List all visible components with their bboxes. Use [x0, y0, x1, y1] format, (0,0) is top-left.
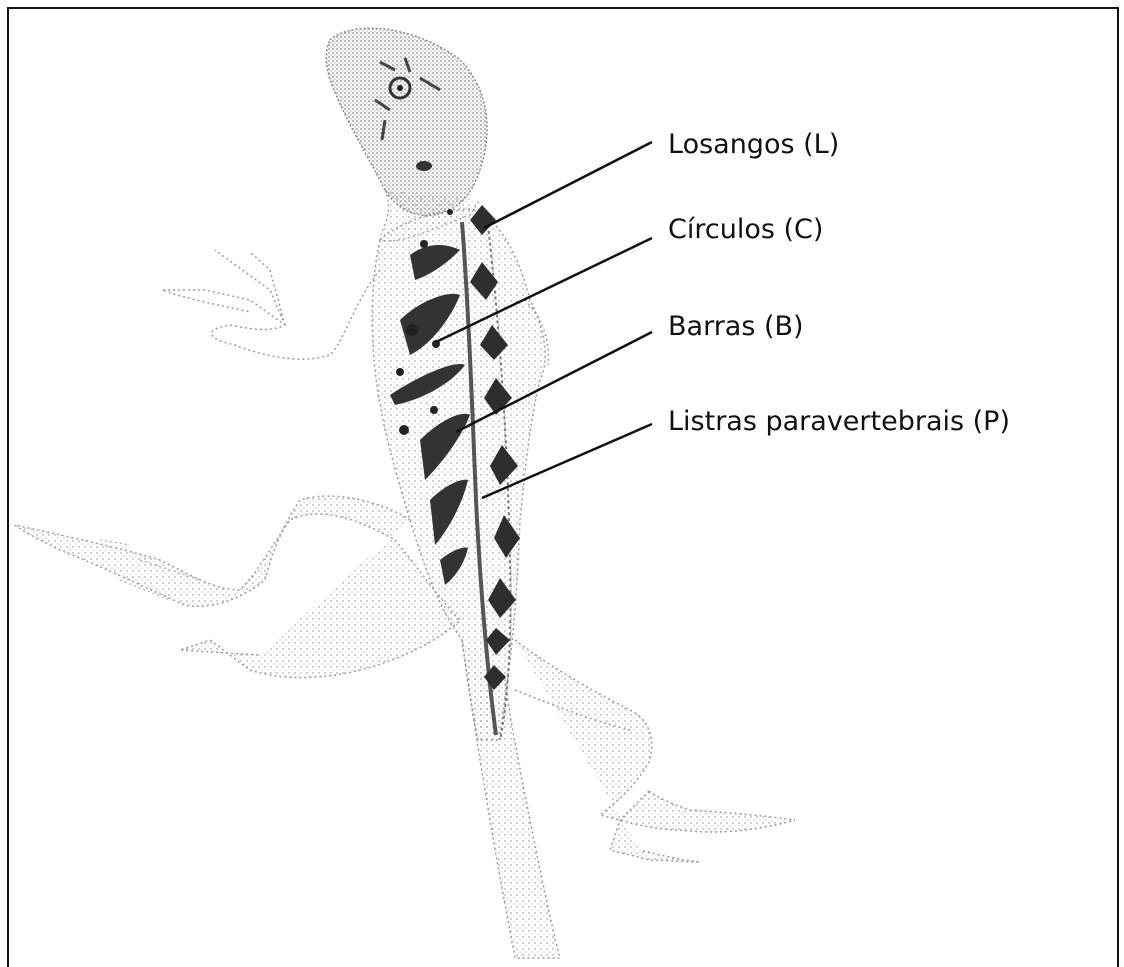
- circle-marking: [447, 209, 453, 215]
- circle-marking: [430, 406, 438, 414]
- leader-line-losangos: [484, 142, 652, 228]
- lizard-head: [326, 28, 487, 215]
- label-losangos: Losangos (L): [668, 131, 839, 158]
- lizard-body: [372, 209, 545, 740]
- hind-left-leg: [15, 496, 460, 677]
- circle-marking: [396, 368, 404, 376]
- circle-marking: [399, 425, 409, 435]
- label-barras: Barras (B): [668, 313, 804, 340]
- circle-marking: [406, 324, 418, 336]
- front-left-leg: [162, 250, 380, 359]
- label-listras: Listras paravertebrais (P): [668, 408, 1010, 435]
- circle-marking: [420, 240, 428, 248]
- label-circulos: Círculos (C): [668, 216, 823, 243]
- hind-right-leg: [515, 640, 795, 862]
